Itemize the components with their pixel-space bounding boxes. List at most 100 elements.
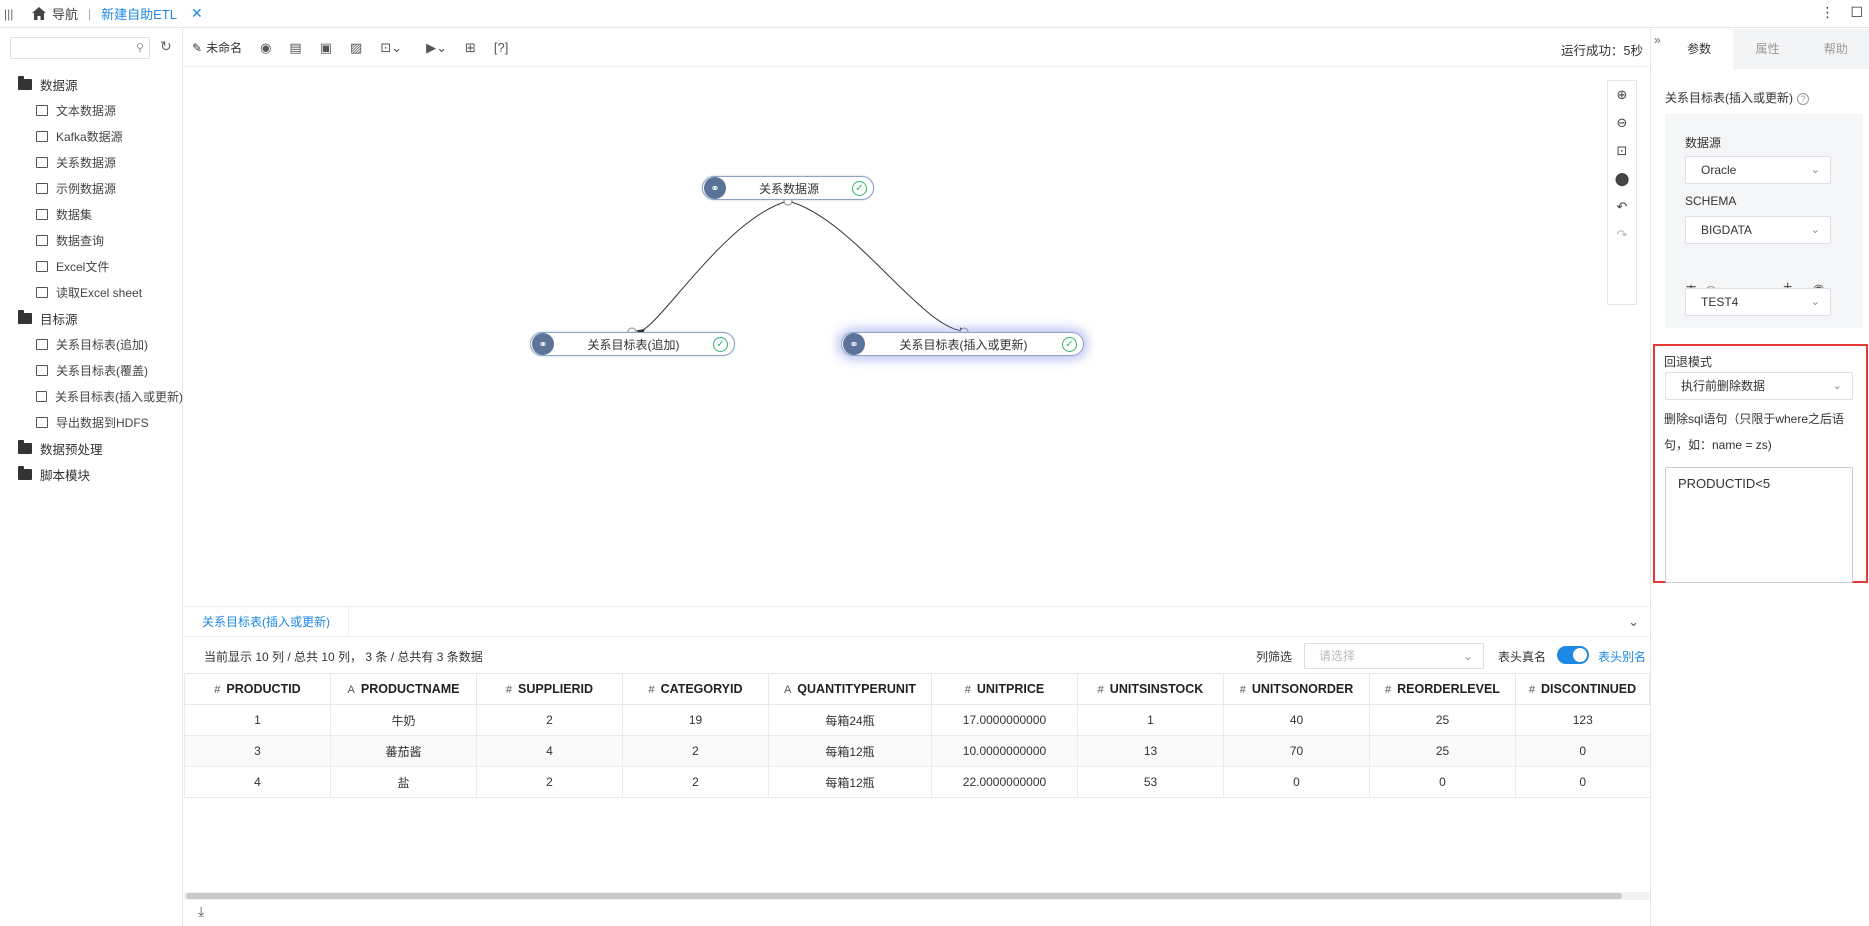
tree-item-target-overwrite[interactable]: 关系目标表(覆盖) [0,357,183,383]
tab-attributes[interactable]: 属性 [1733,29,1802,69]
tree-item-label: 文本数据源 [56,103,117,118]
delete-sql-textarea[interactable]: PRODUCTID<5 [1665,467,1853,583]
column-header[interactable]: #UNITSINSTOCK [1077,673,1224,705]
preview-tabs: 关系目标表(插入或更新) ⌄ [184,607,1649,637]
editor-toolbar: ✎ 未命名 ◉ ▤ ▣ ▨ ⊡⌄ ▶⌄ ⊞ [?] 运行成功：5秒 [184,29,1649,67]
close-tab-icon[interactable]: ✕ [190,5,203,21]
column-header[interactable]: #UNITPRICE [931,673,1078,705]
tree-item-target-append[interactable]: 关系目标表(追加) [0,331,183,357]
tree-group-script[interactable]: 脚本模块 [0,461,183,487]
numeric-type-icon: # [964,684,971,696]
column-header[interactable]: #DISCONTINUED [1515,673,1650,705]
data-preview-panel: 关系目标表(插入或更新) ⌄ 当前显示 10 列 / 总共 10 列， 3 条 … [184,606,1650,926]
refresh-icon[interactable]: ↻ [160,38,172,54]
tree-group-target[interactable]: 目标源 [0,305,183,331]
schema-select[interactable]: BIGDATA ⌄ [1685,216,1831,244]
table-cell: 0 [1223,766,1370,798]
relation-icon: ⚭ [532,333,554,355]
database-icon [36,234,48,246]
maximize-icon[interactable]: ☐ [1850,4,1863,20]
column-header[interactable]: #PRODUCTID [184,673,331,705]
edge-source-to-append [636,200,789,337]
tree-item-export-hdfs[interactable]: 导出数据到HDFS [0,409,183,435]
success-check-icon: ✓ [713,336,728,352]
sidebar-search-input[interactable]: ⚲ [10,37,150,59]
success-check-icon: ✓ [1062,336,1077,352]
tree-item-sample-datasource[interactable]: 示例数据源 [0,175,183,201]
chevron-down-icon[interactable]: ⌄ [1628,614,1639,629]
header-name-toggle[interactable] [1557,646,1589,664]
database-icon [36,182,48,194]
scrollbar-thumb[interactable] [186,893,1622,899]
tab-help[interactable]: 帮助 [1801,29,1869,69]
help-circle-icon[interactable]: ? [1797,93,1809,105]
rollback-mode-label: 回退模式 [1664,355,1713,369]
table-cell: 2 [622,766,769,798]
horizontal-scrollbar[interactable] [184,892,1649,900]
save-icon[interactable]: ▣ [319,39,333,55]
schedule-icon[interactable]: ⊞ [465,39,476,55]
publish-dropdown-icon[interactable]: ⊡⌄ [380,39,403,55]
column-header[interactable]: #SUPPLIERID [476,673,623,705]
window-controls: ⋮ ☐ [1820,4,1863,21]
table-cell: 2 [476,704,623,736]
tree-item-text-datasource[interactable]: 文本数据源 [0,97,183,123]
folder-icon [18,465,32,480]
undo-icon[interactable]: ↶ [1616,199,1628,214]
help-icon[interactable]: [?] [493,40,509,55]
tree-group-datasource[interactable]: 数据源 [0,71,183,97]
expand-panel-icon[interactable]: » [1654,33,1661,47]
column-filter-select[interactable]: 请选择 ⌄ [1304,643,1484,669]
column-header[interactable]: #CATEGORYID [622,673,769,705]
tree-item-excel-sheet[interactable]: 读取Excel sheet [0,279,183,305]
text-file-icon [36,104,48,116]
tree-item-excel-file[interactable]: Excel文件 [0,253,183,279]
tree-item-dataset[interactable]: 数据集 [0,201,183,227]
numeric-type-icon: # [214,684,221,696]
save-as-icon[interactable]: ▨ [350,39,363,55]
folder-open-icon [18,75,32,90]
zoom-in-icon[interactable]: ⊕ [1616,87,1628,102]
relation-icon [36,364,48,376]
document-icon[interactable]: ▤ [289,39,302,55]
datasource-select[interactable]: Oracle ⌄ [1685,156,1831,184]
tree-item-relational-datasource[interactable]: 关系数据源 [0,149,183,175]
node-target-append[interactable]: ⚭ 关系目标表(追加) ✓ [530,332,735,356]
column-filter-placeholder: 请选择 [1319,649,1356,663]
edge-source-to-upsert [787,200,968,336]
table-select[interactable]: TEST4 ⌄ [1685,288,1831,316]
tree-item-kafka[interactable]: Kafka数据源 [0,123,183,149]
add-table-icon[interactable]: + [1783,279,1792,297]
more-vertical-icon[interactable]: ⋮ [1820,4,1835,20]
tree-item-data-query[interactable]: 数据查询 [0,227,183,253]
download-icon[interactable]: ⤓ [198,903,205,919]
header-real-name-label: 表头真名 [1498,650,1547,664]
target-icon[interactable]: ◉ [260,39,272,55]
nav-home[interactable]: 导航 [32,4,78,23]
menu-icon[interactable]: ||| [4,6,14,21]
zoom-out-icon[interactable]: ⊖ [1616,115,1628,130]
chevron-down-icon: ⌄ [1810,164,1820,176]
node-label: 关系目标表(插入或更新) [899,337,1028,352]
redo-icon[interactable]: ↷ [1616,227,1628,242]
run-dropdown-icon[interactable]: ▶⌄ [426,39,447,55]
rollback-mode-select[interactable]: 执行前删除数据 ⌄ [1665,372,1853,400]
tab-new-etl[interactable]: 新建自助ETL [101,7,177,22]
flow-name[interactable]: ✎ 未命名 [192,39,242,56]
column-header[interactable]: #UNITSONORDER [1223,673,1370,705]
node-target-upsert[interactable]: ⚭ 关系目标表(插入或更新) ✓ [841,332,1084,356]
tab-params[interactable]: 参数 [1665,29,1734,69]
tree-group-preprocess[interactable]: 数据预处理 [0,435,183,461]
table-cell: 4 [476,735,623,767]
flow-canvas[interactable]: ⚭ 关系数据源 ✓ ⚭ 关系目标表(追加) ✓ ⚭ 关系目标表(插入或更新) ✓… [184,68,1649,605]
tree-item-target-upsert[interactable]: 关系目标表(插入或更新) [0,383,183,409]
node-relational-source[interactable]: ⚭ 关系数据源 ✓ [702,176,874,200]
fit-view-icon[interactable]: ⊡ [1616,143,1628,158]
preview-tab-upsert[interactable]: 关系目标表(插入或更新) [184,607,349,637]
folder-icon [18,439,32,454]
column-header[interactable]: #REORDERLEVEL [1369,673,1516,705]
locate-icon[interactable]: ⬤ [1614,171,1630,186]
tree-item-label: 关系目标表(覆盖) [56,363,148,378]
